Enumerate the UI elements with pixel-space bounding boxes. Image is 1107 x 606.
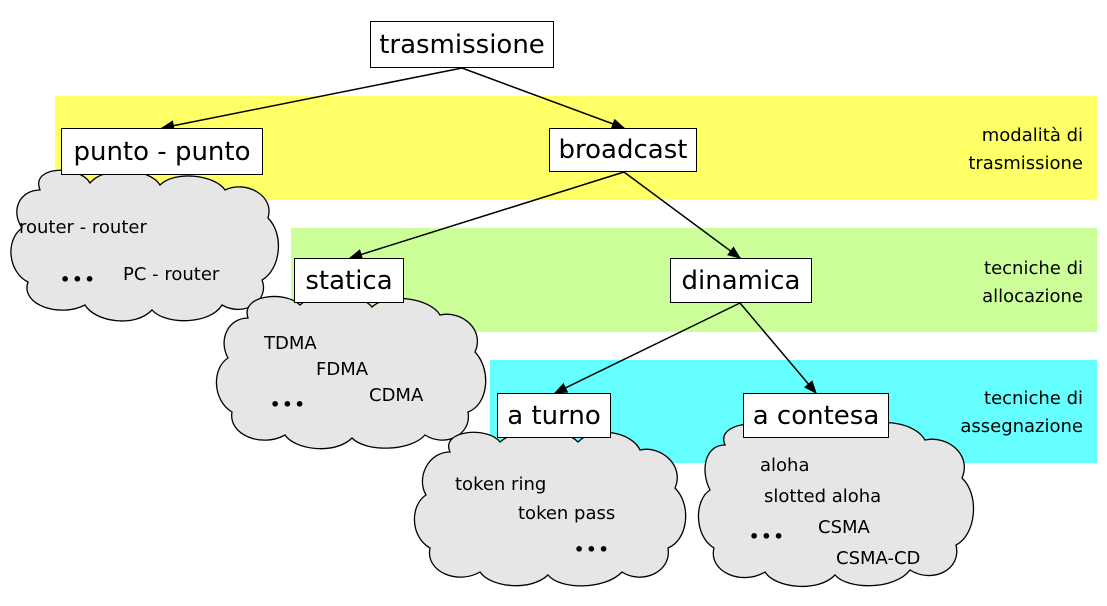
edge-broadcast-statica bbox=[348, 171, 625, 260]
band-label-assegnazione-line2: assegnazione bbox=[960, 416, 1083, 437]
node-broadcast: broadcast bbox=[549, 128, 697, 172]
edge-root-punto bbox=[160, 67, 463, 131]
cloud-contesa-item: slotted aloha bbox=[764, 486, 882, 507]
node-trasmissione: trasmissione bbox=[370, 21, 554, 68]
cloud-turno-item: token ring bbox=[455, 474, 547, 495]
band-label-modalita: modalità di trasmissione bbox=[968, 122, 1083, 178]
cloud-punto bbox=[10, 169, 280, 322]
band-label-modalita-line2: trasmissione bbox=[968, 153, 1083, 174]
cloud-statica-item: TDMA bbox=[264, 333, 317, 354]
cloud-contesa-item: CSMA-CD bbox=[836, 548, 921, 569]
band-label-allocazione-line1: tecniche di bbox=[984, 258, 1083, 279]
node-dinamica: dinamica bbox=[670, 258, 812, 303]
cloud-statica-ellipsis: ••• bbox=[270, 395, 307, 414]
node-a-turno: a turno bbox=[497, 393, 611, 438]
cloud-turno-item: token pass bbox=[518, 503, 616, 524]
cloud-statica-item: FDMA bbox=[316, 359, 369, 380]
cloud-contesa-ellipsis: ••• bbox=[749, 527, 786, 546]
band-label-modalita-line1: modalità di bbox=[981, 125, 1083, 146]
cloud-contesa-item: CSMA bbox=[818, 517, 870, 538]
tree-connectors bbox=[160, 67, 817, 395]
cloud-punto-item: PC - router bbox=[123, 264, 220, 285]
edge-broadcast-dinamica bbox=[623, 171, 742, 259]
band-label-assegnazione-line1: tecniche di bbox=[984, 388, 1083, 409]
band-label-allocazione: tecniche di allocazione bbox=[982, 255, 1083, 311]
cloud-contesa-item: aloha bbox=[760, 455, 810, 476]
node-statica: statica bbox=[294, 258, 404, 303]
band-label-allocazione-line2: allocazione bbox=[982, 286, 1083, 307]
node-a-contesa: a contesa bbox=[743, 393, 889, 438]
cloud-turno-ellipsis: ••• bbox=[574, 540, 611, 559]
node-punto-punto: punto - punto bbox=[61, 128, 263, 175]
edge-dinamica-contesa bbox=[739, 302, 817, 395]
band-label-assegnazione: tecniche di assegnazione bbox=[960, 385, 1083, 441]
cloud-punto-item: router - router bbox=[19, 217, 147, 238]
cloud-statica-item: CDMA bbox=[369, 385, 424, 406]
edge-root-broadcast bbox=[461, 67, 626, 129]
cloud-punto-ellipsis: ••• bbox=[60, 270, 97, 289]
edge-dinamica-turno bbox=[553, 302, 741, 394]
